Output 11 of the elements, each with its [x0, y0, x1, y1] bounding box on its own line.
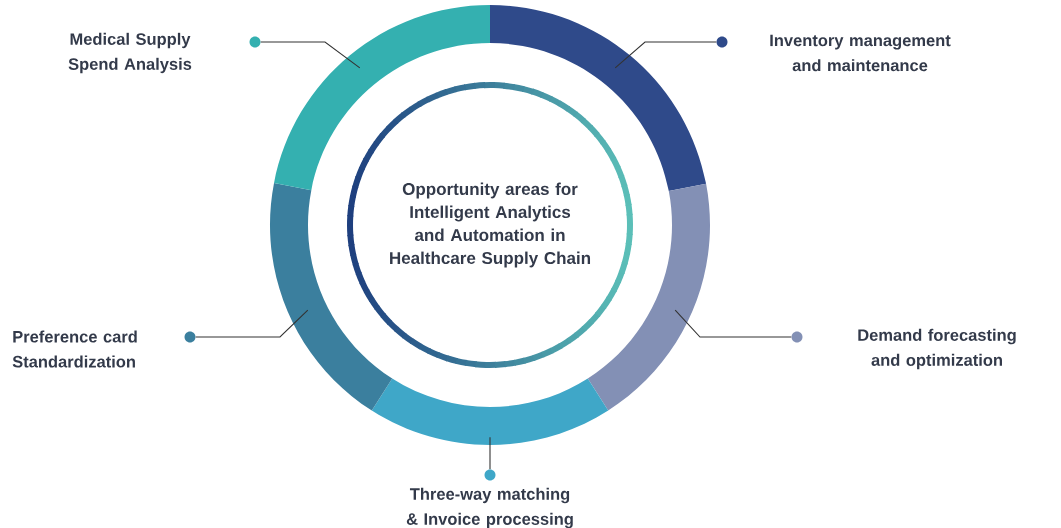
leader-line	[195, 309, 309, 338]
label-text: Inventory management and maintenance	[770, 34, 951, 72]
leader-line	[260, 41, 361, 69]
leader-line	[489, 436, 491, 470]
ring-segment	[371, 378, 609, 445]
label-text: Preference card Standardization	[12, 330, 137, 368]
label-text: Medical Supply Spend Analysis	[68, 32, 192, 74]
label-text: Three-way matching & Invoice processing	[406, 487, 573, 528]
label-text: Demand forecasting and optimization	[858, 328, 1016, 370]
leader-line	[674, 309, 792, 338]
leader-line	[614, 41, 717, 69]
